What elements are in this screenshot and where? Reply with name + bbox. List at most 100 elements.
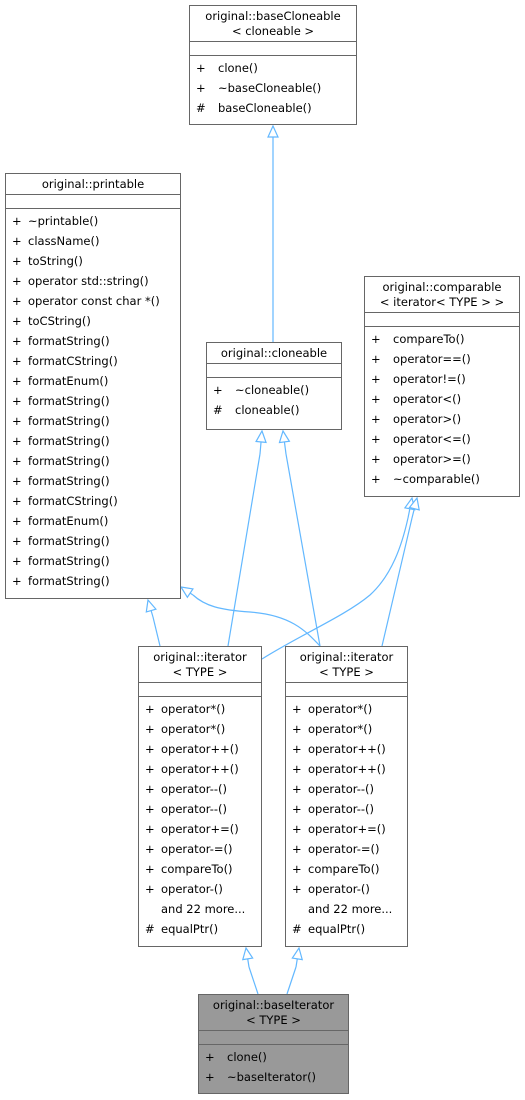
visibility-marker: +	[12, 394, 22, 408]
visibility-marker: +	[12, 434, 22, 448]
visibility-marker: +	[292, 702, 302, 716]
member-name: formatString()	[28, 334, 110, 348]
edge-stem	[150, 610, 154, 618]
member-name: formatString()	[28, 534, 110, 548]
member-name: formatString()	[28, 554, 110, 568]
member-item: #cloneable()	[213, 400, 341, 420]
member-item: +operator--()	[292, 799, 407, 819]
methods-section: +operator*()+operator*()+operator++()+op…	[286, 696, 407, 943]
class-title: original::iterator< TYPE >	[139, 647, 261, 682]
member-name: ~cloneable()	[235, 383, 310, 397]
member-item: +operator const char *()	[12, 291, 180, 311]
member-item: +formatString()	[12, 411, 180, 431]
attributes-section	[207, 363, 341, 377]
member-item: +~cloneable()	[213, 380, 341, 400]
member-name: formatString()	[28, 474, 110, 488]
visibility-marker: +	[292, 742, 302, 756]
inheritance-arrowhead	[267, 124, 279, 138]
class-node-cloneable[interactable]: original::cloneable +~cloneable()#clonea…	[206, 342, 342, 430]
edge-baseiterator-to-iterator-right	[286, 966, 297, 995]
member-name: toCString()	[28, 314, 91, 328]
class-title: original::cloneable	[207, 343, 341, 363]
member-name: operator--()	[308, 802, 374, 816]
class-title-line: original::cloneable	[220, 346, 328, 360]
member-item: +formatEnum()	[12, 371, 180, 391]
member-name: ~printable()	[28, 214, 99, 228]
member-item: +operator-()	[292, 879, 407, 899]
edge-stem	[407, 508, 411, 519]
edge-iterator-right-to-comparable	[381, 517, 413, 647]
member-item: +compareTo()	[145, 859, 261, 879]
visibility-marker: +	[145, 822, 155, 836]
methods-section: +operator*()+operator*()+operator++()+op…	[139, 696, 261, 943]
member-item: +~printable()	[12, 211, 180, 231]
edge-stem	[247, 958, 250, 968]
visibility-marker: +	[371, 472, 381, 486]
visibility-marker: +	[12, 454, 22, 468]
member-item: +operator-()	[145, 879, 261, 899]
visibility-marker: +	[292, 782, 302, 796]
class-title-line: original::printable	[41, 177, 145, 191]
member-item: #baseCloneable()	[196, 98, 356, 118]
member-item: +operator++()	[292, 739, 407, 759]
member-name: operator<=()	[393, 432, 471, 446]
member-item: +~baseIterator()	[205, 1067, 348, 1087]
member-item: +formatString()	[12, 471, 180, 491]
visibility-marker: +	[12, 374, 22, 388]
member-item: +className()	[12, 231, 180, 251]
class-title-line: original::iterator	[299, 650, 394, 664]
member-name: toString()	[28, 254, 83, 268]
class-node-baseiterator[interactable]: original::baseIterator< TYPE > +clone()+…	[198, 994, 349, 1094]
member-name: and 22 more...	[308, 902, 393, 916]
methods-section: +clone()+~baseIterator()	[199, 1044, 348, 1091]
member-item: +operator++()	[292, 759, 407, 779]
class-title-line: original::comparable	[382, 280, 502, 294]
visibility-marker: +	[12, 574, 22, 588]
member-item: +formatString()	[12, 571, 180, 591]
member-name: operator<()	[393, 392, 462, 406]
member-item: +operator-=()	[292, 839, 407, 859]
class-node-comparable[interactable]: original::comparable< iterator< TYPE > >…	[364, 276, 520, 497]
visibility-marker: +	[371, 452, 381, 466]
attributes-section	[199, 1030, 348, 1044]
visibility-marker: +	[12, 254, 22, 268]
member-name: formatString()	[28, 414, 110, 428]
visibility-marker: +	[145, 702, 155, 716]
edge-iterator-left-to-printable	[152, 616, 161, 647]
member-name: ~baseCloneable()	[218, 81, 322, 95]
member-name: ~baseIterator()	[227, 1070, 317, 1084]
member-item: +clone()	[196, 58, 356, 78]
member-name: operator+=()	[308, 822, 386, 836]
member-item: +operator*()	[145, 719, 261, 739]
member-item: + compareTo()	[292, 859, 407, 879]
member-item: +operator<=()	[371, 429, 519, 449]
visibility-marker: +	[371, 352, 381, 366]
member-item: +operator++()	[145, 759, 261, 779]
visibility-marker: +	[145, 722, 155, 736]
class-node-iterator-left[interactable]: original::iterator< TYPE > +operator*()+…	[138, 646, 262, 947]
visibility-marker: +	[292, 862, 302, 876]
inheritance-arrowhead	[179, 586, 194, 599]
class-node-iterator-right[interactable]: original::iterator< TYPE > +operator*()+…	[285, 646, 408, 947]
visibility-marker: +	[145, 862, 155, 876]
member-name: operator const char *()	[28, 294, 160, 308]
edge-stem	[189, 592, 194, 596]
inheritance-arrowhead	[278, 429, 291, 444]
inheritance-arrowhead	[291, 946, 304, 961]
member-name: compareTo()	[308, 862, 380, 876]
class-node-printable[interactable]: original::printable +~printable()+classN…	[5, 173, 181, 599]
member-item: +operator--()	[145, 799, 261, 819]
class-title-line: < TYPE >	[172, 665, 228, 679]
member-item: +operator<()	[371, 389, 519, 409]
member-name: formatString()	[28, 454, 110, 468]
class-node-basecloneable[interactable]: original::baseCloneable< cloneable > +cl…	[189, 5, 357, 125]
member-name: formatString()	[28, 394, 110, 408]
member-name: operator++()	[308, 762, 386, 776]
member-item: +~baseCloneable()	[196, 78, 356, 98]
visibility-marker: +	[145, 742, 155, 756]
member-name: formatCString()	[28, 494, 118, 508]
member-name: operator-()	[161, 882, 223, 896]
visibility-marker: +	[145, 802, 155, 816]
member-item: +formatEnum()	[12, 511, 180, 531]
